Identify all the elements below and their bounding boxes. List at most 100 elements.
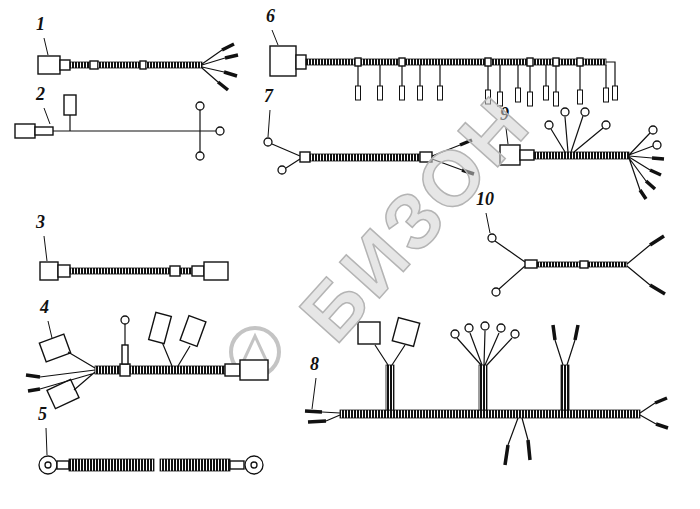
harness-4-part: [39, 334, 70, 362]
harness-4-part: [180, 316, 206, 347]
harness-10-part: [488, 234, 496, 242]
harness-1-part: [38, 56, 60, 74]
harness-9-part: [649, 126, 657, 134]
harness-6-part: [399, 58, 405, 66]
harness-9-part: [640, 158, 664, 199]
callout-number-text: 2: [36, 84, 45, 104]
harness-4-part: [120, 364, 130, 376]
harness-1-part: [70, 62, 90, 68]
harness-8-part: [497, 324, 505, 332]
harness-9-part: [602, 121, 610, 129]
harness-10-part: [627, 245, 650, 285]
harness-8-part: [481, 322, 489, 330]
watermark: БИЗОН: [282, 77, 548, 359]
harness-8-part: [375, 345, 405, 365]
harness-10-part: [492, 288, 500, 296]
harness-4-part: [124, 324, 125, 345]
callout-number: 8: [310, 354, 319, 374]
harness-6: [270, 46, 618, 106]
harness-4-part: [162, 342, 190, 366]
harness-4-part: [225, 364, 240, 376]
harness-7-part: [310, 154, 420, 161]
harness-2-part: [15, 124, 35, 138]
callout-number-text: 1: [36, 14, 45, 34]
harness-9-part: [629, 133, 653, 190]
callout-number: 4: [40, 297, 49, 317]
leader-line-part: [46, 428, 47, 455]
watermark-logo-part: [243, 336, 267, 362]
harness-8-part: [505, 440, 530, 465]
callout-number-text: 8: [310, 354, 319, 374]
callout-number: 6: [266, 6, 275, 26]
harness-4-part: [122, 345, 128, 364]
harness-5-part: [45, 462, 51, 468]
harness-6-part: [356, 86, 361, 100]
leader-line-part: [268, 110, 270, 137]
harness-8-part: [386, 365, 394, 410]
harness-6-part: [306, 59, 606, 65]
harness-2-part: [53, 115, 200, 131]
harness-9-part: [551, 116, 603, 152]
callout-number: 7: [264, 86, 273, 106]
harness-5-part: [69, 459, 154, 471]
harness-3-part: [192, 266, 204, 276]
callout-number: 5: [38, 404, 47, 424]
harness-4-part: [26, 375, 40, 391]
harness-6-part: [554, 92, 559, 106]
harness-5-part: [160, 459, 230, 471]
harness-10-part: [580, 261, 588, 268]
harness-2-part: [196, 152, 204, 160]
harness-5-part: [57, 461, 69, 469]
callout-number: 1: [36, 14, 45, 34]
harness-1-part: [146, 62, 202, 68]
harness-6-part: [577, 58, 583, 66]
harness-6-part: [400, 86, 405, 100]
harness-5-part: [230, 461, 244, 469]
harness-4-part: [149, 312, 172, 343]
harness-3-part: [70, 268, 170, 274]
harness-6-part: [355, 58, 361, 66]
harness-6-part: [296, 55, 306, 69]
harness-6-part: [553, 58, 559, 66]
harness-7-part: [264, 138, 272, 146]
harness-7-part: [272, 144, 300, 168]
harness-6-part: [578, 90, 583, 104]
harness-8-part: [561, 365, 569, 410]
harness-8-part: [511, 330, 519, 338]
harness-8-part: [640, 403, 656, 424]
leader-line-part: [272, 30, 278, 45]
harness-9-part: [545, 121, 553, 129]
harness-3-part: [180, 268, 192, 274]
harness-6-part: [438, 86, 443, 100]
harness-1-part: [202, 50, 225, 82]
harness-8-part: [465, 324, 473, 332]
harness-9-part: [561, 108, 569, 116]
callout-number-text: 5: [38, 404, 47, 424]
watermark-text: БИЗОН: [283, 78, 547, 358]
harness-6-part: [613, 86, 618, 100]
callout-number-text: 3: [36, 212, 45, 232]
harness-7-part: [278, 166, 286, 174]
harness-8-part: [655, 398, 668, 428]
harness-9-part: [534, 152, 629, 159]
harness-3-part: [170, 266, 180, 276]
harness-8-part: [457, 331, 512, 365]
harness-4-part: [40, 352, 95, 390]
harness-6-part: [544, 86, 549, 100]
harness-4-part: [130, 366, 225, 374]
harness-2-part: [200, 110, 216, 152]
harness-1-part: [140, 61, 146, 69]
harness-10-part: [650, 236, 665, 294]
harness-4-part: [95, 366, 120, 374]
harness-2-part: [35, 127, 53, 135]
harness-8-part: [451, 330, 459, 338]
leader-line-part: [486, 213, 490, 233]
leader-line-part: [44, 38, 48, 55]
harness-4: [26, 312, 268, 408]
harness-4-part: [121, 316, 129, 324]
harness-8-part: [508, 418, 528, 445]
harness-8-part: [392, 318, 419, 347]
harness-6-part: [527, 58, 533, 66]
harness-6-part: [418, 86, 423, 100]
